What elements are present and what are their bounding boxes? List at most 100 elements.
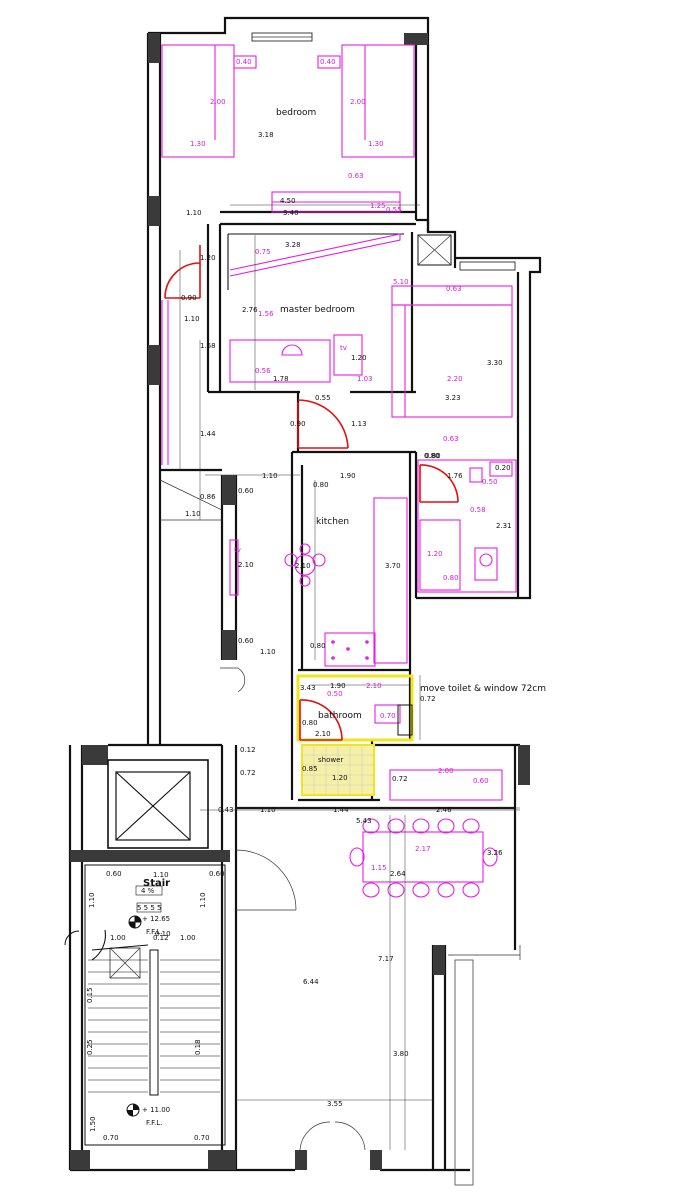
- dim-label: 1.44: [200, 430, 216, 438]
- dim-label: 1.20: [200, 254, 216, 262]
- furniture-dim-label: 0.50: [327, 690, 343, 698]
- dim-label: 1.10: [186, 209, 202, 217]
- stair-dim-label: 1.10: [153, 871, 169, 879]
- dim-label: 0.80: [425, 452, 441, 460]
- dim-label: 0.55: [315, 394, 331, 402]
- furniture-dim-label: 2.00: [210, 98, 226, 106]
- dim-label: 0.60: [238, 637, 254, 645]
- dim-label: 0.86: [200, 493, 216, 501]
- furniture-dim-label: 0.80: [443, 574, 459, 582]
- dimension-lines: [179, 204, 520, 1150]
- stair-dim-label: 1.10: [88, 892, 96, 908]
- dim-label: 0.80: [302, 719, 318, 727]
- stair-dim-label: 0.70: [194, 1134, 210, 1142]
- furniture-dim-label: 1.30: [368, 140, 384, 148]
- furniture: [161, 44, 517, 898]
- dim-label: 0.90: [181, 294, 197, 302]
- dim-label: 1.90: [330, 682, 346, 690]
- dim-label: 1.10: [260, 648, 276, 656]
- room-label-master-bedroom: master bedroom: [280, 305, 355, 315]
- dim-label: 4.50: [280, 197, 296, 205]
- stair-dim-label: 0.15: [86, 987, 94, 1003]
- dim-label: 3.80: [393, 1050, 409, 1058]
- furniture-dim-label: 0.70: [380, 712, 396, 720]
- dim-label: 0.72: [240, 769, 256, 777]
- stair-dimensions: 1.10 0.60 0.60 1.10 1.10 1.00 1.00 0.12 …: [86, 870, 225, 1142]
- dim-label: 2.76: [242, 306, 258, 314]
- note-move-toilet: move toilet & window 72cm: [420, 684, 546, 694]
- dim-label: 0.80: [313, 481, 329, 489]
- stair-dim-label: 0.60: [209, 870, 225, 878]
- furniture-dim-label: 1.15: [371, 864, 387, 872]
- dim-label: 1.44: [333, 806, 349, 814]
- room-label-bedroom: bedroom: [276, 108, 316, 118]
- furniture-dim-label: 0.58: [470, 506, 486, 514]
- furniture-dim-label: 1.30: [190, 140, 206, 148]
- dim-label: 1.90: [340, 472, 356, 480]
- dim-label: 0.80: [310, 642, 326, 650]
- dim-label: 2.31: [496, 522, 512, 530]
- dim-label: 1.10: [184, 315, 200, 323]
- stair-steps-a: 5 5 5 5: [137, 904, 162, 912]
- dim-label: 0.43: [218, 806, 234, 814]
- stair-dim-label: 0.18: [194, 1039, 202, 1055]
- furniture-dim-label: 0.55: [386, 206, 402, 214]
- stair-dim-label: 0.25: [86, 1039, 94, 1055]
- dim-label: 1.20: [351, 354, 367, 362]
- stair-dim-label: 0.60: [106, 870, 122, 878]
- tv-label-hall: tv: [234, 546, 241, 554]
- doors: [164, 245, 459, 1151]
- furniture-dim-label: 0.50: [482, 478, 498, 486]
- stair-dim-label: 1.00: [180, 934, 196, 942]
- furniture-dim-label: 2.20: [447, 375, 463, 383]
- dim-label: 3.55: [327, 1100, 343, 1108]
- dim-label: 2.10: [295, 562, 311, 570]
- dim-label: 1.76: [447, 472, 463, 480]
- furniture-dim-label: 0.63: [446, 285, 462, 293]
- stair-dim-label: 1.10: [199, 892, 207, 908]
- furniture-dim-label: 2.00: [350, 98, 366, 106]
- stair-dim-label: 1.50: [89, 1116, 97, 1132]
- dim-label: 0.72: [392, 775, 408, 783]
- dim-label: 3.18: [258, 131, 274, 139]
- stair-steps-b: 4 %: [141, 887, 155, 895]
- furniture-dim-label: 1.20: [427, 550, 443, 558]
- dim-label: 0.60: [238, 487, 254, 495]
- level-marks: + 12.65 F.F.L. + 11.00 F.F.L. 5 5 5 5 4 …: [137, 887, 170, 1127]
- dim-label: 3.43: [300, 684, 316, 692]
- dim-label: 1.20: [332, 774, 348, 782]
- furniture-dim-label: 5.10: [393, 278, 409, 286]
- stair-dim-label: 1.00: [110, 934, 126, 942]
- room-labels: bedroom master bedroom kitchen bathroom …: [143, 108, 546, 889]
- stair-dim-label: 0.70: [103, 1134, 119, 1142]
- dim-label: 1.10: [262, 472, 278, 480]
- dim-label: 1.10: [260, 806, 276, 814]
- furniture-dim-label: 1.56: [258, 310, 274, 318]
- dimensions: 3.18 1.10 4.50 3.40 3.28 1.20 0.90 1.10 …: [181, 131, 512, 1108]
- dim-label: 2.46: [436, 806, 452, 814]
- furniture-dim-label: 0.75: [255, 248, 271, 256]
- stair: [64, 864, 226, 1146]
- room-label-stair: Stair: [143, 878, 170, 889]
- dim-label: 0.85: [302, 765, 318, 773]
- room-label-kitchen: kitchen: [316, 517, 349, 527]
- dim-label: 7.17: [378, 955, 394, 963]
- dim-label: 2.10: [315, 730, 331, 738]
- dim-label: 0.72: [420, 695, 436, 703]
- room-label-shower: shower: [318, 756, 343, 764]
- dim-label: 0.90: [290, 420, 306, 428]
- walls: [68, 16, 542, 1186]
- dim-label: 1.68: [200, 342, 216, 350]
- dim-label: 6.44: [303, 978, 319, 986]
- level-bottom-tag: F.F.L.: [146, 1119, 162, 1127]
- dim-label: 3.70: [385, 562, 401, 570]
- furniture-dim-label: 0.40: [236, 58, 252, 66]
- furniture-dim-label: 0.56: [255, 367, 271, 375]
- furniture-dim-label: 1.03: [357, 375, 373, 383]
- furniture-dim-label: 0.63: [443, 435, 459, 443]
- level-bottom-value: + 11.00: [142, 1106, 170, 1114]
- dim-label: 1.10: [185, 510, 201, 518]
- dim-label: 3.30: [487, 359, 503, 367]
- dim-label: 2.10: [238, 561, 254, 569]
